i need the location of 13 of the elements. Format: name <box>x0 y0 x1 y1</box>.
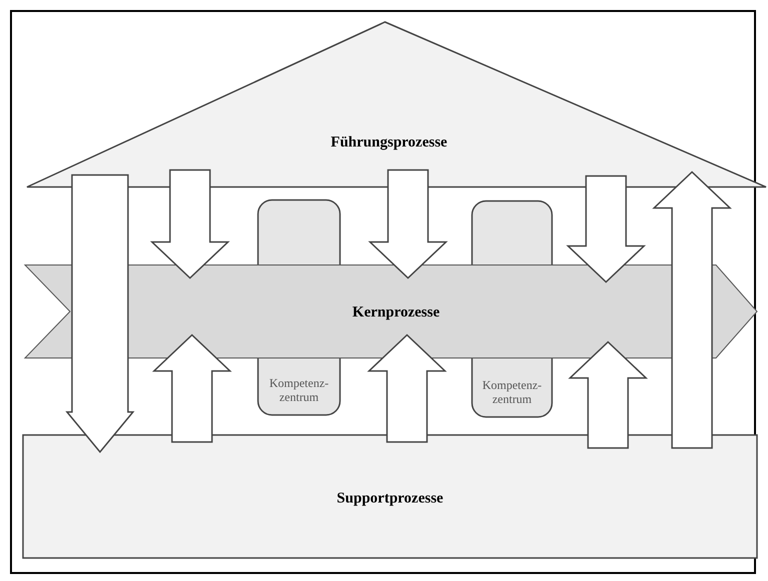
block-arrow <box>368 169 448 280</box>
block-arrow <box>367 334 447 443</box>
block-arrow <box>652 170 732 449</box>
node-label: Kompetenz- zentrum <box>481 379 543 407</box>
block-arrow <box>65 174 135 454</box>
block-arrow <box>566 175 646 284</box>
node-title: Kernprozesse <box>352 304 440 322</box>
node-title: Supportprozesse <box>336 490 444 508</box>
node-title: Führungsprozesse <box>330 134 448 152</box>
block-arrow <box>150 169 230 280</box>
block-arrow <box>152 334 232 443</box>
node-label: Kompetenz- zentrum <box>268 377 330 405</box>
block-arrow <box>568 340 648 449</box>
